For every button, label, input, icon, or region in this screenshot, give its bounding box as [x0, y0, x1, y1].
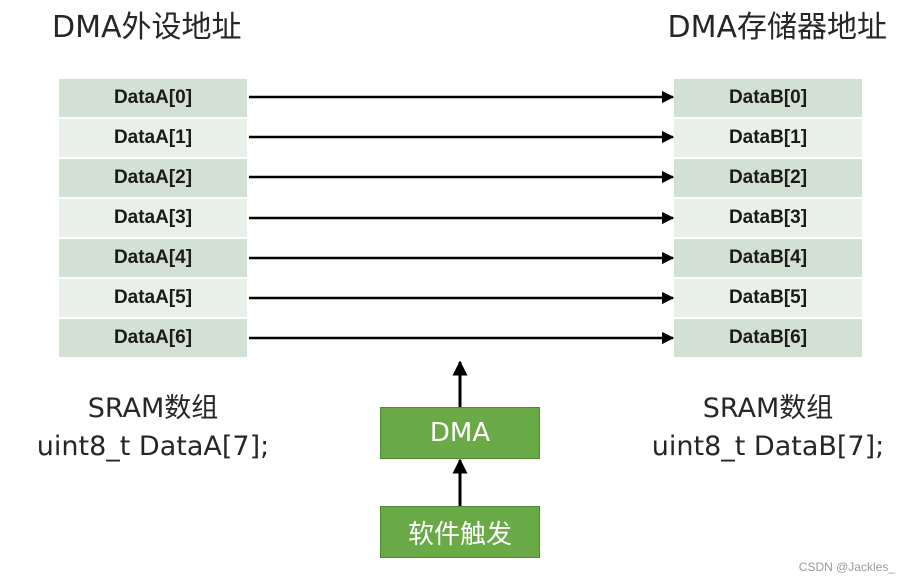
array-a-cell: DataA[1]: [59, 119, 247, 159]
dma-box: DMA: [380, 407, 540, 459]
array-a-cell: DataA[5]: [59, 279, 247, 319]
array-b-cell: DataB[2]: [674, 159, 862, 199]
array-a: DataA[0] DataA[1] DataA[2] DataA[3] Data…: [59, 79, 247, 359]
array-b-caption-line2: uint8_t DataB[7];: [651, 431, 885, 462]
array-b-cell: DataB[6]: [674, 319, 862, 359]
software-trigger-box: 软件触发: [380, 506, 540, 558]
array-b-cell: DataB[0]: [674, 79, 862, 119]
array-b: DataB[0] DataB[1] DataB[2] DataB[3] Data…: [674, 79, 862, 359]
array-b-cell: DataB[4]: [674, 239, 862, 279]
array-b-caption-line1: SRAM数组: [702, 393, 834, 424]
array-a-caption-line1: SRAM数组: [87, 393, 219, 424]
array-a-cell: DataA[4]: [59, 239, 247, 279]
watermark: CSDN @Jackles_: [798, 560, 895, 574]
array-a-cell: DataA[0]: [59, 79, 247, 119]
array-b-caption: SRAM数组 uint8_t DataB[7];: [637, 390, 899, 466]
array-b-cell: DataB[5]: [674, 279, 862, 319]
array-a-cell: DataA[6]: [59, 319, 247, 359]
array-a-caption: SRAM数组 uint8_t DataA[7];: [22, 390, 284, 466]
array-a-cell: DataA[2]: [59, 159, 247, 199]
peripheral-address-title: DMA外设地址: [52, 10, 242, 45]
array-b-cell: DataB[1]: [674, 119, 862, 159]
memory-address-title: DMA存储器地址: [667, 10, 887, 45]
array-a-caption-line2: uint8_t DataA[7];: [36, 431, 270, 462]
array-a-cell: DataA[3]: [59, 199, 247, 239]
array-b-cell: DataB[3]: [674, 199, 862, 239]
